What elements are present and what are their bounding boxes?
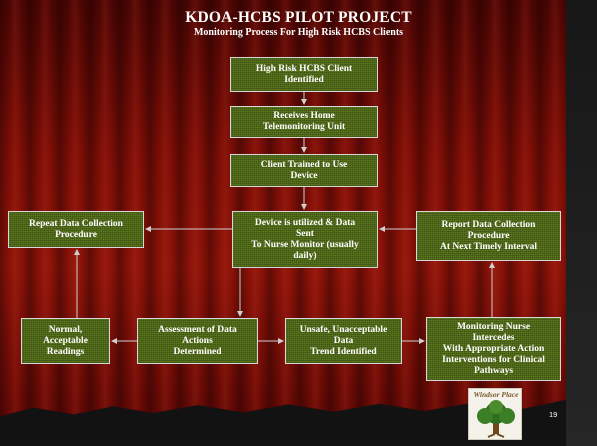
step-client-identified: High Risk HCBS Client Identified (230, 57, 378, 92)
page-number: 19 (549, 410, 558, 419)
step-unsafe-trend: Unsafe, Unacceptable Data Trend Identifi… (285, 318, 402, 364)
step-device-utilized: Device is utilized & Data Sent To Nurse … (232, 211, 378, 268)
step-assessment: Assessment of Data Actions Determined (137, 318, 258, 364)
step-client-trained: Client Trained to Use Device (230, 154, 378, 187)
slide-title: KDOA-HCBS PILOT PROJECT (185, 9, 412, 26)
step-report-collection: Report Data Collection Procedure At Next… (416, 211, 561, 261)
step-normal-readings: Normal, Acceptable Readings (21, 318, 110, 364)
step-receives-unit: Receives Home Telemonitoring Unit (230, 106, 378, 138)
step-nurse-intercedes: Monitoring Nurse Intercedes With Appropr… (426, 317, 561, 381)
tree-icon (477, 400, 515, 438)
step-repeat-collection: Repeat Data Collection Procedure (8, 211, 144, 248)
logo-wordmark: Windsor Place (473, 390, 519, 399)
slide-subtitle: Monitoring Process For High Risk HCBS Cl… (193, 27, 404, 38)
windsor-place-logo: Windsor Place (468, 388, 522, 440)
slide-side-band (566, 0, 597, 446)
